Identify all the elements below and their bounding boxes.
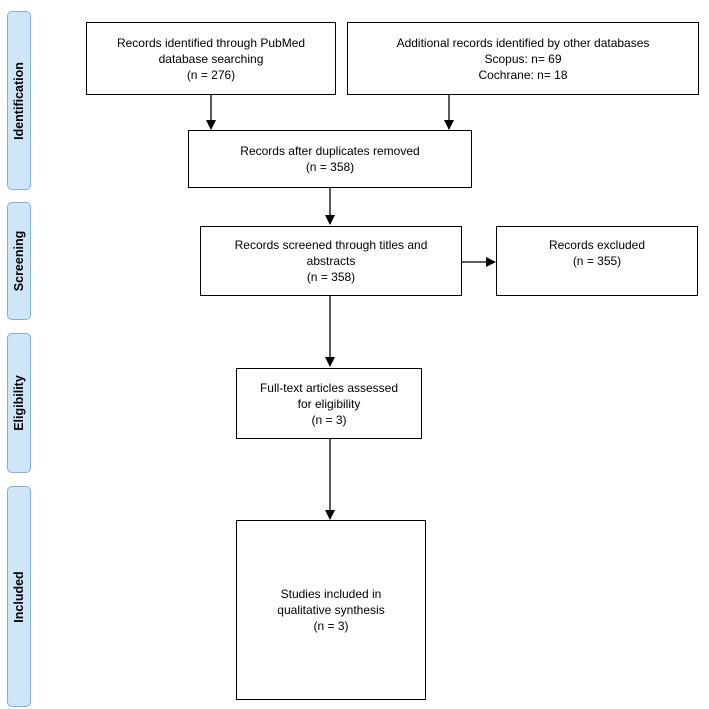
box-excluded-count: (n = 355) xyxy=(572,254,622,268)
box-other-cochrane: Cochrane: n= 18 xyxy=(478,67,568,82)
box-fulltext-count: (n = 3) xyxy=(311,412,347,427)
phase-screening: Screening xyxy=(7,202,31,320)
box-other-scopus: Scopus: n= 69 xyxy=(484,51,562,66)
box-fulltext-line1: Full-text articles assessed xyxy=(259,380,399,395)
box-after-duplicates: Records after duplicates removed (n = 35… xyxy=(188,130,472,188)
box-other-databases: Additional records identified by other d… xyxy=(347,22,699,95)
box-fulltext-line2: for eligibility xyxy=(297,396,361,411)
box-pubmed-line1: Records identified through PubMed xyxy=(116,35,306,50)
box-records-screened: Records screened through titles and abst… xyxy=(200,226,462,296)
box-included-line2: qualitative synthesis xyxy=(277,603,385,617)
box-pubmed-count: (n = 276) xyxy=(186,67,236,82)
box-included-count: (n = 3) xyxy=(313,619,349,633)
box-pubmed-line2: database searching xyxy=(158,51,264,66)
box-included-line1: Studies included in xyxy=(280,587,382,601)
box-screened-line2: abstracts xyxy=(306,254,356,268)
box-duplicates-line1: Records after duplicates removed xyxy=(240,144,420,158)
box-screened-count: (n = 358) xyxy=(306,270,356,284)
box-fulltext-assessed: Full-text articles assessed for eligibil… xyxy=(236,368,422,439)
box-studies-included: Studies included in qualitative synthesi… xyxy=(236,520,426,700)
phase-included: Included xyxy=(7,486,31,707)
box-screened-line1: Records screened through titles and xyxy=(234,238,428,252)
box-pubmed-records: Records identified through PubMed databa… xyxy=(86,22,336,95)
box-other-line1: Additional records identified by other d… xyxy=(396,35,650,50)
phase-eligibility: Eligibility xyxy=(7,333,31,473)
phase-identification: Identification xyxy=(7,11,31,190)
box-records-excluded: Records excluded (n = 355) xyxy=(496,226,698,296)
box-excluded-line1: Records excluded xyxy=(548,238,646,252)
box-duplicates-count: (n = 358) xyxy=(305,160,355,174)
